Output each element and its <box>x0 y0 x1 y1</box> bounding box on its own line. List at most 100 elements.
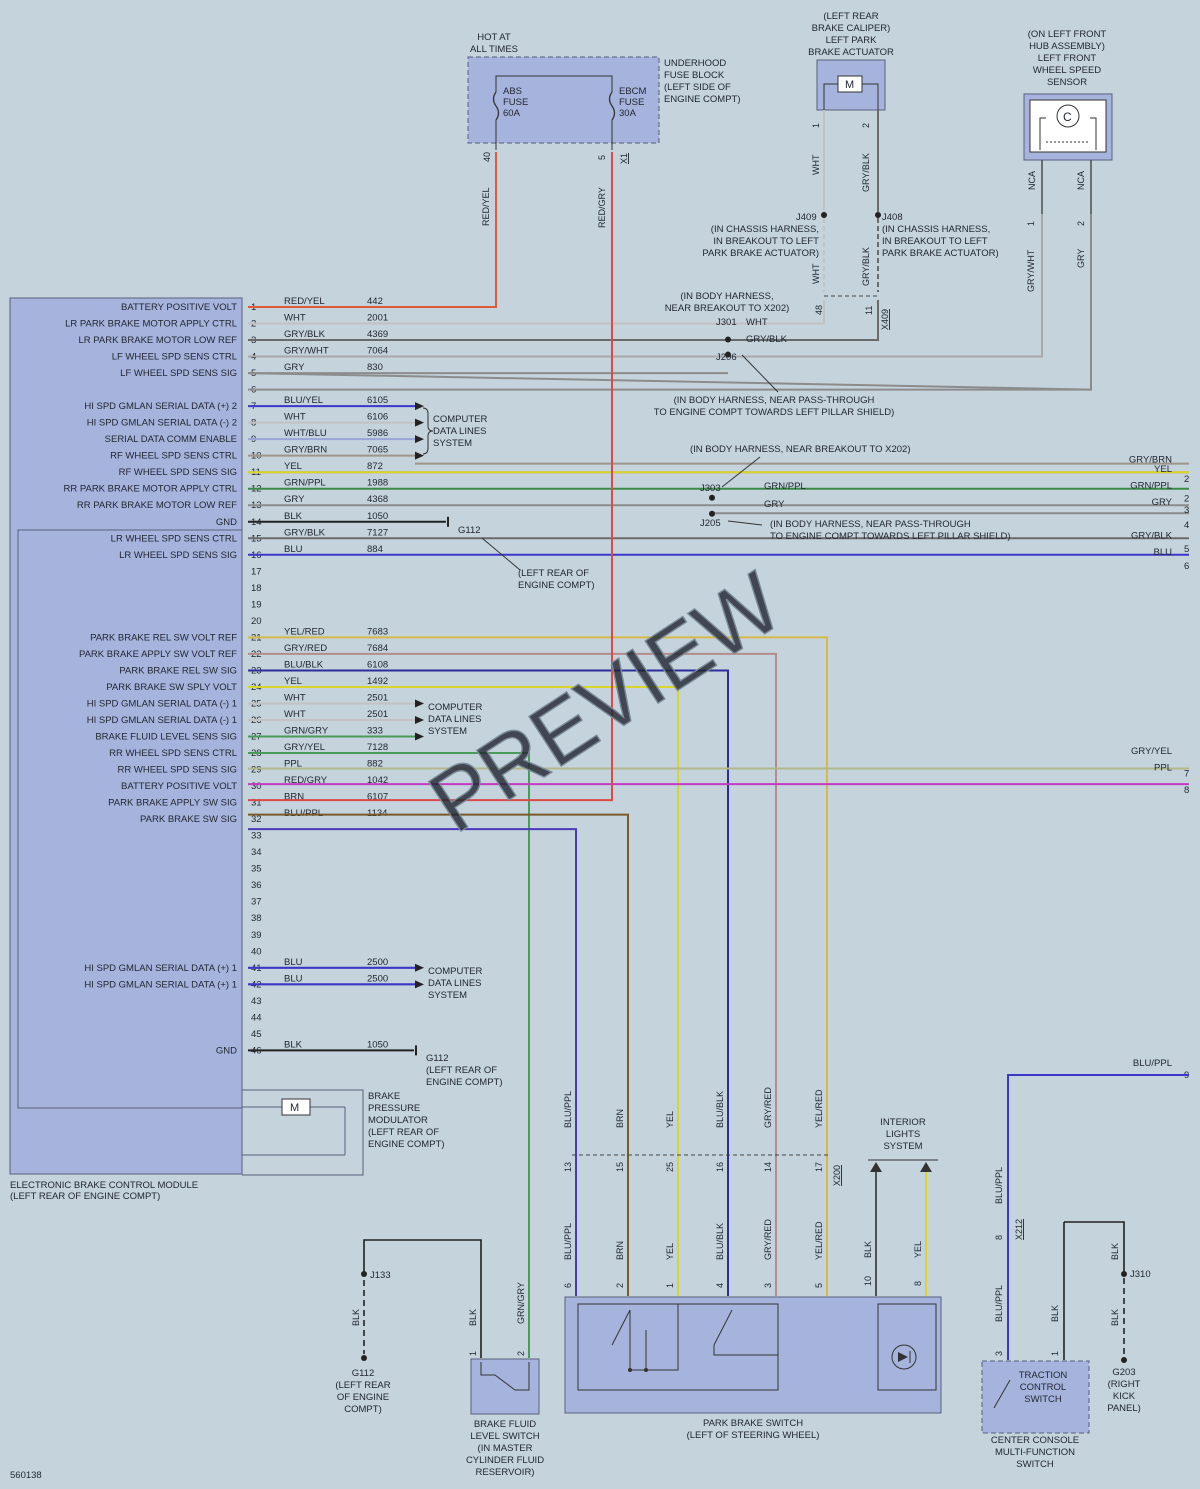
wire-color: YEL <box>284 461 302 472</box>
pin-function: HI SPD GMLAN SERIAL DATA (-) 1 <box>87 698 237 709</box>
wire-color: WHT <box>284 313 306 324</box>
switch-pin: 1 <box>665 1283 675 1288</box>
j409-dot <box>821 212 827 218</box>
pin-row-35: 35 <box>251 864 262 875</box>
switch-pin: 4 <box>715 1283 725 1288</box>
splice-annotations: (IN BODY HARNESS,NEAR BREAKOUT TO X202) … <box>654 291 1011 542</box>
pin-number: 40 <box>251 946 262 957</box>
pin-number: 32 <box>251 814 262 825</box>
pin-5: 5 <box>597 155 607 160</box>
motor-icon <box>281 1098 311 1116</box>
j205-label: J205 <box>700 518 721 529</box>
wire-color: PPL <box>284 759 302 770</box>
j303-wire: GRN/PPL <box>764 481 806 492</box>
caliper-wire1: WHT <box>811 154 821 175</box>
wire-label-red-yel: RED/YEL <box>481 187 491 226</box>
data-line-arrow <box>415 418 424 427</box>
pin-row-17: 17 <box>251 566 262 577</box>
right-ref-wire: GRN/PPL <box>1130 481 1172 492</box>
pin-function: PARK BRAKE APPLY SW VOLT REF <box>79 649 237 660</box>
wire-color: YEL <box>284 676 302 687</box>
pin-row-39: 39 <box>251 930 262 941</box>
pin-row-18: 18 <box>251 583 262 594</box>
pin-function: HI SPD GMLAN SERIAL DATA (-) 2 <box>87 418 237 429</box>
circuit-number: 7064 <box>367 346 388 357</box>
j310-dot <box>1121 1271 1127 1277</box>
wire-color: BLK <box>284 1039 303 1050</box>
j133-wire <box>363 1239 482 1358</box>
pin-function: RF WHEEL SPD SENS CTRL <box>110 451 237 462</box>
x200-wire-bottom: BRN <box>615 1241 625 1260</box>
pin-row-37: 37 <box>251 897 262 908</box>
ebcm-fuse-icon <box>608 91 616 121</box>
wss-pin-1: 1 <box>1026 221 1036 226</box>
pin-row-45: 45 <box>251 1029 262 1040</box>
wire-color: BLU/BLK <box>284 659 324 670</box>
pin-row-33: 33 <box>251 831 262 842</box>
x200-wire-top: BRN <box>615 1109 625 1128</box>
circuit-number: 7684 <box>367 643 388 654</box>
circuit-number: 872 <box>367 461 383 472</box>
circuit-number: 5986 <box>367 428 388 439</box>
wire-color: BLU <box>284 973 303 984</box>
wire-color: GRN/PPL <box>284 478 326 489</box>
pin-number: 29 <box>251 765 262 776</box>
j303-dot <box>709 494 715 501</box>
interior-pin-b: 8 <box>913 1281 923 1286</box>
pin-number: 37 <box>251 897 262 908</box>
pin-function: HI SPD GMLAN SERIAL DATA (+) 1 <box>84 963 237 974</box>
wire-color: GRY/BLK <box>284 527 326 538</box>
pin-row-40: 40 <box>251 946 262 957</box>
j408-label: J408 <box>882 212 903 223</box>
pin-function: LR PARK BRAKE MOTOR LOW REF <box>78 335 237 346</box>
switch-pin: 3 <box>763 1283 773 1288</box>
interior-pin-a: 10 <box>863 1276 873 1286</box>
x200-pin: 14 <box>763 1162 773 1172</box>
pin-function: BATTERY POSITIVE VOLT <box>121 302 237 313</box>
pin-row-36: 36 <box>251 880 262 891</box>
wire-color: YEL/RED <box>284 626 325 637</box>
right-ref-wire: GRY/BRN <box>1129 455 1172 466</box>
pin-row-34: 34 <box>251 847 262 858</box>
caliper-wire-b <box>862 83 879 110</box>
interior-arrow-b <box>920 1162 932 1172</box>
j206-dot <box>725 351 731 358</box>
pin-function: SERIAL DATA COMM ENABLE <box>105 434 237 445</box>
data-line-arrow <box>415 980 424 989</box>
x200-wire-top: BLU/PPL <box>563 1091 573 1128</box>
wire-color: GRY/YEL <box>284 742 325 753</box>
pin-number: 17 <box>251 566 262 577</box>
pin-number: 35 <box>251 864 262 875</box>
pin-row-20: 20 <box>251 616 262 627</box>
pin-function: LR PARK BRAKE MOTOR APPLY CTRL <box>65 319 237 330</box>
circuit-number: 6106 <box>367 412 388 423</box>
wire-pin24 <box>248 685 679 1296</box>
data-line-arrow <box>415 716 424 724</box>
j408-dot <box>875 212 881 218</box>
g112-mid: G112 <box>426 1053 449 1064</box>
x409-connector: X409 <box>880 309 890 330</box>
park-switch-label: PARK BRAKE SWITCH(LEFT OF STEERING WHEEL… <box>687 1418 820 1441</box>
pin-function: LF WHEEL SPD SENS SIG <box>120 368 237 379</box>
wire-pin4 <box>248 214 1043 358</box>
wss-nca-1: NCA <box>1027 171 1037 190</box>
tc-wire-label-top: BLU/PPL <box>994 1167 1004 1204</box>
pin-number: 43 <box>251 996 262 1007</box>
j303-pointer <box>721 456 761 488</box>
g112-pointer <box>481 537 521 571</box>
fuse-block-box <box>467 56 660 144</box>
j133-dot <box>361 1271 367 1277</box>
